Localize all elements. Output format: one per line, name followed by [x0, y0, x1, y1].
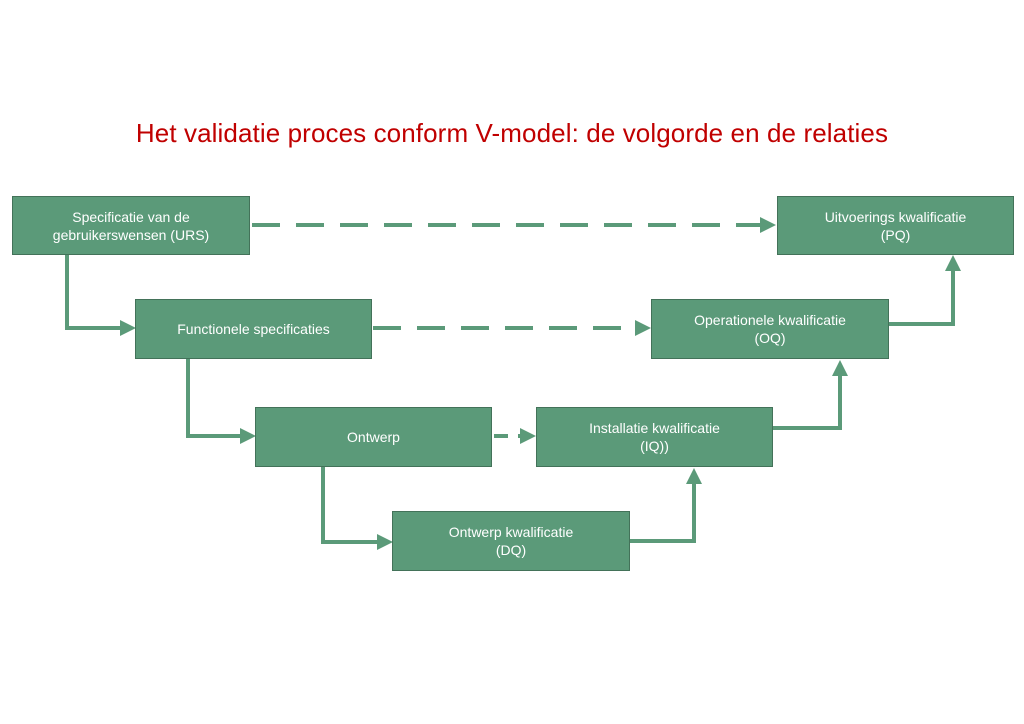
node-dq-label: Ontwerp kwalificatie (DQ) — [448, 524, 574, 558]
node-urs-label: Specificatie van de gebruikerswensen (UR… — [52, 208, 210, 243]
node-design: Ontwerp — [255, 407, 492, 467]
arrow-iq-to-oq — [773, 360, 848, 430]
diagram-title: Het validatie proces conform V-model: de… — [135, 118, 889, 148]
node-installation-qualification: Installatie kwalificatie (IQ)) — [536, 407, 773, 467]
node-functional-label: Functionele specificaties — [177, 321, 330, 337]
node-design-label: Ontwerp — [347, 429, 400, 445]
node-performance-qualification: Uitvoerings kwalificatie (PQ) — [777, 196, 1014, 255]
arrow-functional-to-design — [186, 359, 256, 444]
node-functional-specifications: Functionele specificaties — [135, 299, 372, 359]
arrow-dq-to-iq — [630, 468, 702, 543]
node-oq-label: Operationele kwalificatie (OQ) — [694, 312, 846, 346]
node-iq-label: Installatie kwalificatie (IQ)) — [589, 420, 720, 454]
node-operational-qualification: Operationele kwalificatie (OQ) — [651, 299, 889, 359]
arrow-oq-to-pq — [889, 255, 961, 326]
arrow-urs-to-functional — [65, 255, 136, 336]
arrow-design-to-dq — [321, 467, 393, 550]
node-design-qualification: Ontwerp kwalificatie (DQ) — [392, 511, 630, 571]
node-urs: Specificatie van de gebruikerswensen (UR… — [12, 196, 250, 255]
node-pq-label: Uitvoerings kwalificatie (PQ) — [824, 208, 967, 243]
